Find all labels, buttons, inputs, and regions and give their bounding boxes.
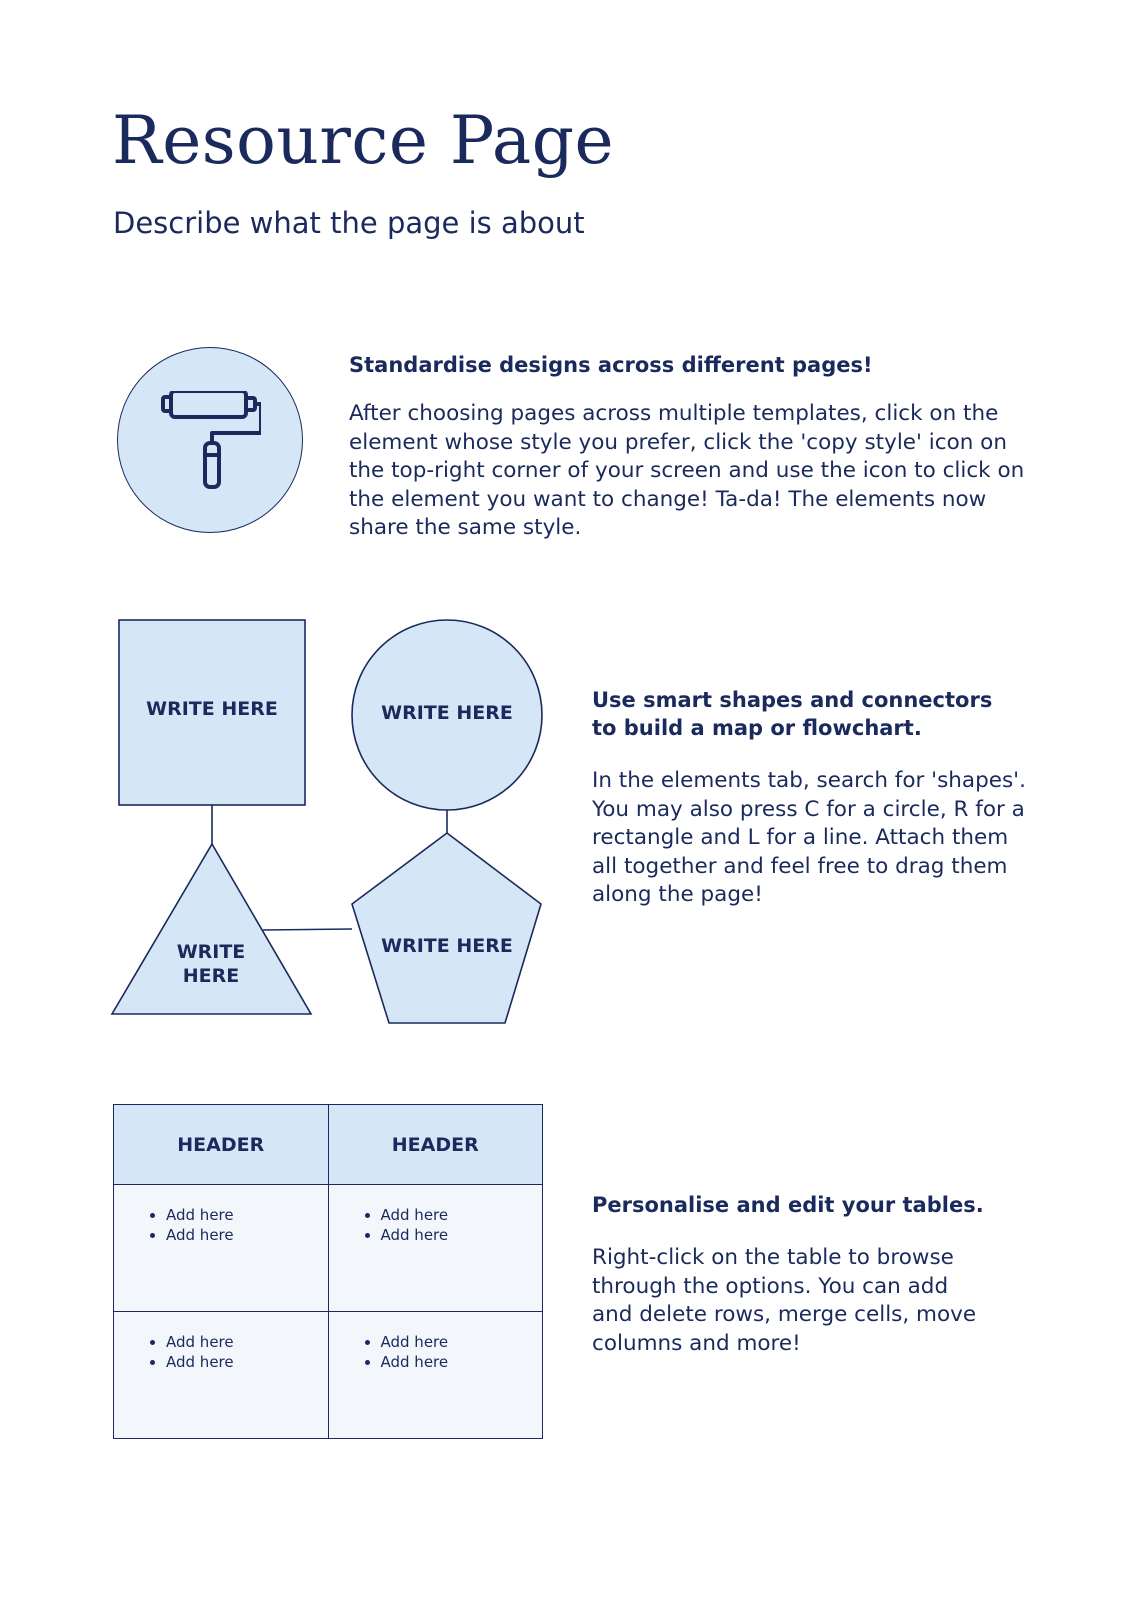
square-shape-label: WRITE HERE xyxy=(146,698,278,720)
flowchart-diagram xyxy=(110,619,543,1024)
table-cell[interactable]: Add here Add here xyxy=(327,1184,543,1312)
section1-heading: Standardise designs across different pag… xyxy=(349,353,873,377)
list-item: Add here xyxy=(381,1205,543,1225)
section2-heading: Use smart shapes and connectors to build… xyxy=(592,688,993,740)
page-title: Resource Page xyxy=(112,102,615,179)
circle-shape-label: WRITE HERE xyxy=(381,702,513,724)
list-item: Add here xyxy=(381,1352,543,1372)
list-item: Add here xyxy=(166,1332,328,1352)
connector-triangle-pentagon xyxy=(262,928,353,931)
table-row: Add here Add here Add here Add here xyxy=(113,1184,543,1312)
bullet-list: Add here Add here xyxy=(114,1205,328,1245)
list-item: Add here xyxy=(166,1205,328,1225)
table-row: Add here Add here Add here Add here xyxy=(113,1311,543,1439)
section3-heading: Personalise and edit your tables. xyxy=(592,1193,984,1217)
circle-shape[interactable] xyxy=(351,619,543,811)
list-item: Add here xyxy=(381,1225,543,1245)
page-subtitle: Describe what the page is about xyxy=(113,206,585,240)
table-header-row: HEADER HEADER xyxy=(113,1104,543,1185)
section3-body: Right-click on the table to browse throu… xyxy=(592,1245,977,1356)
section1-body: After choosing pages across multiple tem… xyxy=(349,401,1025,541)
square-shape[interactable] xyxy=(118,619,306,806)
pentagon-shape-label: WRITE HERE xyxy=(381,935,513,957)
table-header-cell[interactable]: HEADER xyxy=(327,1104,543,1185)
list-item: Add here xyxy=(166,1225,328,1245)
bullet-list: Add here Add here xyxy=(329,1332,543,1372)
list-item: Add here xyxy=(381,1332,543,1352)
bullet-list: Add here Add here xyxy=(329,1205,543,1245)
paint-roller-icon-badge xyxy=(117,347,303,533)
bullet-list: Add here Add here xyxy=(114,1332,328,1372)
triangle-shape[interactable] xyxy=(110,842,313,1015)
table-cell[interactable]: Add here Add here xyxy=(327,1311,543,1439)
section2-body: In the elements tab, search for 'shapes'… xyxy=(592,768,1026,908)
paint-roller-icon xyxy=(161,391,261,489)
editable-table[interactable]: HEADER HEADER Add here Add here Add here… xyxy=(113,1104,543,1439)
table-cell[interactable]: Add here Add here xyxy=(113,1184,329,1312)
list-item: Add here xyxy=(166,1352,328,1372)
triangle-shape-label: WRITE HERE xyxy=(176,941,246,987)
table-header-cell[interactable]: HEADER xyxy=(113,1104,329,1185)
table-cell[interactable]: Add here Add here xyxy=(113,1311,329,1439)
pentagon-shape[interactable] xyxy=(351,831,542,1024)
